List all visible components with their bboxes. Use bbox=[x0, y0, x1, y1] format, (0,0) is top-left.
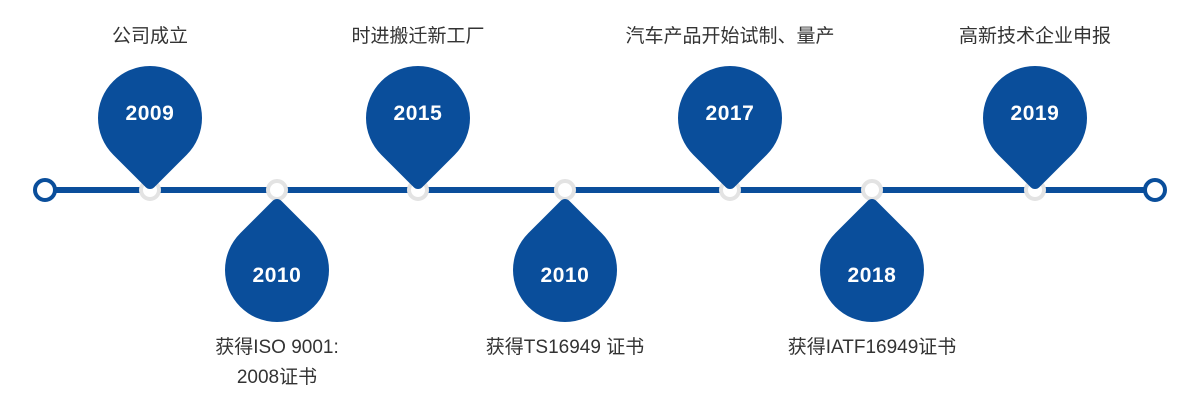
milestone-caption: 高新技术企业申报 bbox=[958, 26, 1111, 47]
milestone-pin[interactable]: 2017 bbox=[656, 44, 804, 192]
milestone-pin[interactable]: 2018 bbox=[798, 196, 946, 344]
milestone-pin[interactable]: 2010 bbox=[491, 196, 639, 344]
milestone-caption: 汽车产品开始试制、量产 bbox=[625, 26, 835, 47]
milestone-pin[interactable]: 2010 bbox=[203, 196, 351, 344]
milestone-pin[interactable]: 2015 bbox=[344, 44, 492, 192]
milestone-year: 2009 bbox=[125, 101, 175, 125]
milestone-year: 2015 bbox=[393, 101, 443, 125]
timeline-start-cap bbox=[33, 178, 57, 202]
milestone-pin[interactable]: 2019 bbox=[961, 44, 1109, 192]
milestone-pin[interactable]: 2009 bbox=[76, 44, 224, 192]
milestone-year: 2018 bbox=[847, 263, 897, 287]
milestone-caption: 获得IATF16949证书 bbox=[787, 337, 957, 358]
milestone-year: 2019 bbox=[1010, 101, 1060, 125]
timeline-axis bbox=[44, 187, 1157, 193]
milestone-caption: 获得ISO 9001: 2008证书 bbox=[215, 337, 339, 388]
milestone-caption: 获得TS16949 证书 bbox=[485, 337, 645, 358]
milestone-caption: 时进搬迁新工厂 bbox=[351, 26, 485, 47]
milestone-year: 2017 bbox=[705, 101, 755, 125]
milestone-year: 2010 bbox=[252, 263, 302, 287]
milestone-caption: 公司成立 bbox=[111, 26, 188, 47]
timeline-end-cap bbox=[1143, 178, 1167, 202]
milestone-year: 2010 bbox=[540, 263, 590, 287]
